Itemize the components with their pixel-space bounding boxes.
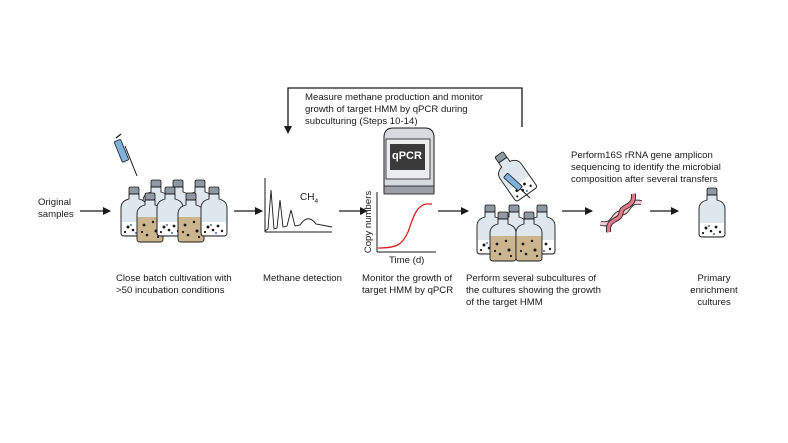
transfer-syringe-icon <box>503 173 531 199</box>
dna-helix-icon <box>600 193 642 233</box>
loop-note: Measure methane production and monitor g… <box>305 92 484 127</box>
primary-culture-bottle-icon <box>698 187 726 238</box>
caption-monitor: Monitor the growth of target HMM by qPCR <box>362 273 454 296</box>
caption-methane: Methane detection <box>263 273 342 284</box>
original-samples-label: Original samples <box>38 197 74 220</box>
syringe-icon <box>113 133 138 177</box>
copy-numbers-axis-label: Copy numbers <box>363 190 374 254</box>
pouring-bottle-icon <box>487 146 539 203</box>
qpcr-machine-label: qPCR <box>392 150 422 162</box>
caption-batch: Close batch cultivation with >50 incubat… <box>116 273 232 296</box>
sequencing-note: Perform16S rRNA gene amplicon sequencing… <box>571 150 721 185</box>
subculture-bottles-icon <box>476 146 556 262</box>
qpcr-machine-icon <box>383 127 435 195</box>
feedback-loop-line <box>284 87 523 134</box>
time-axis-label: Time (d) <box>389 255 425 266</box>
batch-bottles-icon <box>113 133 228 243</box>
growth-curve <box>377 203 432 249</box>
caption-subculture: Perform several subcultures of the cultu… <box>466 273 601 308</box>
ch4-label: CH4 <box>300 192 319 205</box>
methane-chromatogram-icon <box>264 178 333 233</box>
caption-primary: Primary enrichment cultures <box>690 273 738 308</box>
qpcr-growth-plot <box>376 192 436 253</box>
